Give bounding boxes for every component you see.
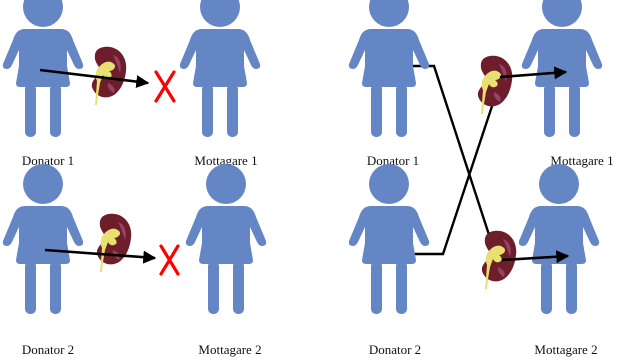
left-pair-1: Donator 1 Mottagare 1 xyxy=(2,0,261,168)
donor-1-person-icon xyxy=(348,0,430,137)
right-panel: Donator 1 Mottagare 1 Donator 2 Mottagar… xyxy=(348,0,614,357)
donor-1-label: Donator 1 xyxy=(367,153,419,168)
donor-1-person-icon xyxy=(2,0,84,137)
donation-arrow xyxy=(44,248,157,264)
recipient-1-label: Mottagare 1 xyxy=(194,153,257,168)
recipient-2-label: Mottagare 2 xyxy=(534,342,597,357)
donor-2-label: Donator 2 xyxy=(369,342,421,357)
left-panel: Donator 1 Mottagare 1 Donator 2 Mottagar… xyxy=(2,0,267,357)
recipient-2-person-icon xyxy=(518,164,600,314)
donation-arrow xyxy=(501,250,570,264)
donor-2-kidney-icon xyxy=(96,213,132,272)
blocked-x-mark-icon xyxy=(154,70,176,103)
recipient-1-label: Mottagare 1 xyxy=(550,153,613,168)
right-pair-2: Donator 2 Mottagare 2 xyxy=(348,164,600,357)
donation-arrow xyxy=(499,66,568,80)
donor-2-label: Donator 2 xyxy=(22,342,74,357)
donation-arrow xyxy=(39,68,150,89)
left-pair-2: Donator 2 Mottagare 2 xyxy=(2,164,267,357)
recipient-1-person-icon xyxy=(521,0,603,137)
donor-2-person-icon xyxy=(348,164,430,314)
kidney-to-recipient-1-icon xyxy=(477,55,513,114)
recipient-2-person-icon xyxy=(185,164,267,314)
blocked-x-mark-icon xyxy=(159,244,180,276)
recipient-1-person-icon xyxy=(179,0,261,137)
right-pair-1: Donator 1 Mottagare 1 xyxy=(348,0,614,168)
donor-2-person-icon xyxy=(2,164,84,314)
donor-1-label: Donator 1 xyxy=(22,153,74,168)
recipient-2-label: Mottagare 2 xyxy=(198,342,261,357)
